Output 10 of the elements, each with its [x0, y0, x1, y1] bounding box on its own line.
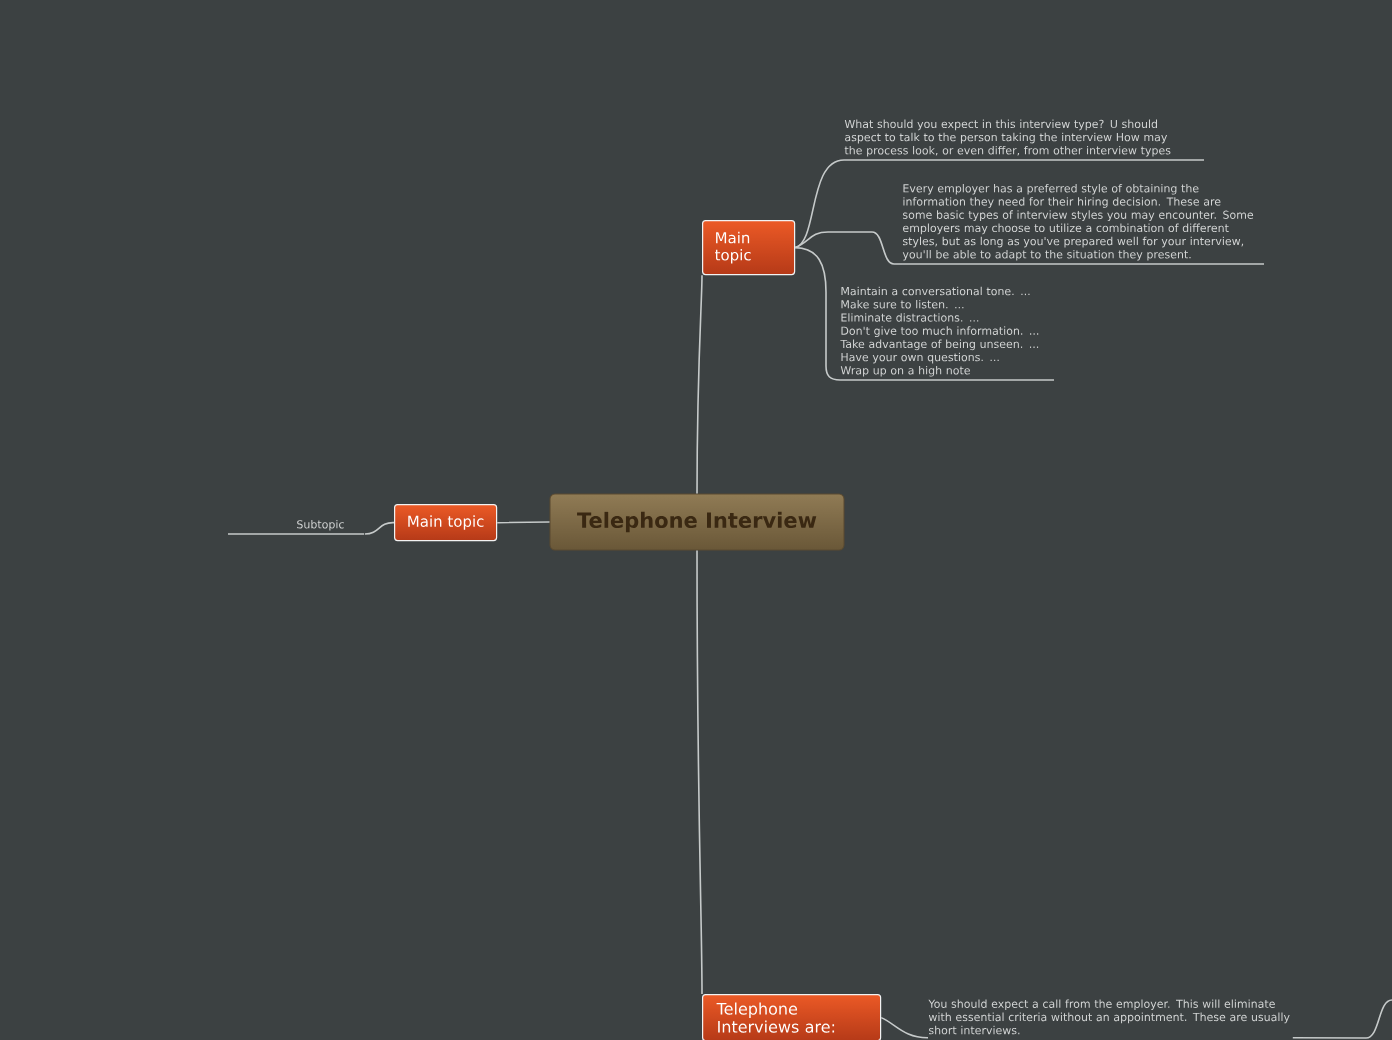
connector-line — [1292, 999, 1392, 1039]
connector-line — [794, 159, 845, 249]
connector-line — [794, 231, 903, 265]
connector-line — [496, 521, 551, 524]
central-topic-box: Telephone Interview — [549, 493, 845, 551]
connector-line — [696, 549, 703, 995]
connector-line — [364, 521, 395, 535]
topic-box: Telephone Interviews are: — [702, 994, 882, 1040]
connector-line — [696, 274, 703, 495]
connector-line — [880, 1016, 929, 1039]
